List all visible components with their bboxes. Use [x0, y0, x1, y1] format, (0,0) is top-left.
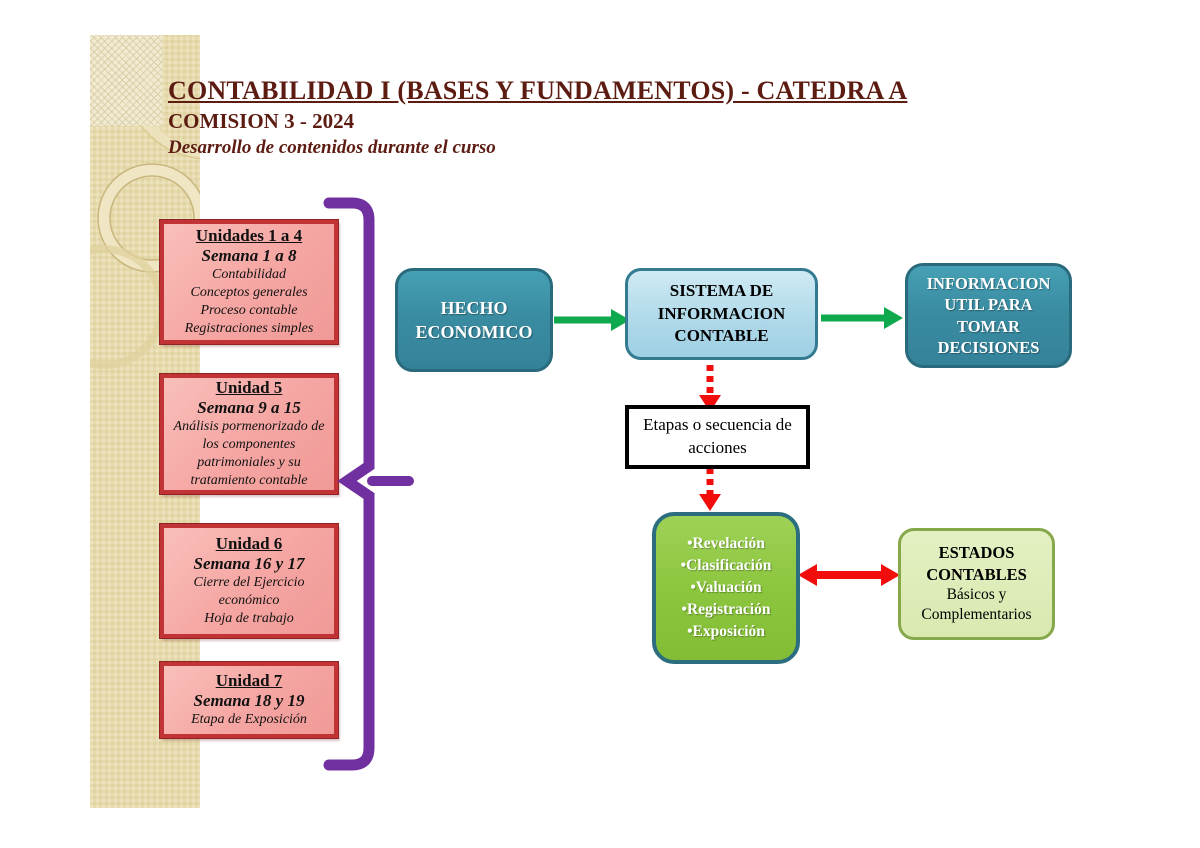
hecho-economico-box: HECHO ECONOMICO [395, 268, 553, 372]
etapas-box: Etapas o secuencia de acciones [625, 405, 810, 469]
box-line: CONTABLE [674, 326, 769, 346]
bullet-glyph: • [687, 535, 693, 552]
box-line: acciones [688, 438, 747, 457]
unit-line: los componentes [202, 437, 296, 453]
bullet-text: Clasificación [686, 557, 772, 574]
box-line: TOMAR [957, 316, 1020, 336]
slide-title: CONTABILIDAD I (BASES Y FUNDAMENTOS) - C… [168, 76, 908, 105]
unit-week: Semana 16 y 17 [193, 554, 305, 574]
hatch-square-decoration [90, 35, 162, 126]
box-line: INFORMACION [657, 303, 786, 323]
unit-line: Hoja de trabajo [204, 610, 294, 626]
green-arrow-right-1 [554, 309, 630, 331]
bullet-item: •Clasificación [681, 555, 772, 577]
green-arrow-right-2 [821, 307, 903, 329]
unit-title: Unidades 1 a 4 [195, 226, 303, 246]
estados-contables-box: ESTADOS CONTABLES Básicos y Complementar… [898, 528, 1055, 640]
unit-box-4: Unidad 7 Semana 18 y 19 Etapa de Exposic… [160, 662, 338, 738]
bullet-text: Registración [686, 601, 771, 618]
unit-title: Unidad 7 [215, 671, 283, 691]
box-line: Básicos y [946, 586, 1007, 604]
slide-tagline: Desarrollo de contenidos durante el curs… [168, 137, 496, 158]
box-line: ECONOMICO [415, 322, 533, 342]
box-line: ESTADOS [938, 543, 1015, 563]
box-line: CONTABLES [926, 564, 1027, 584]
bullet-item: •Revelación [687, 533, 765, 555]
acciones-box: •Revelación •Clasificación •Valuación •R… [652, 512, 800, 664]
bullet-item: •Valuación [690, 577, 761, 599]
box-line: DECISIONES [937, 337, 1040, 357]
box-line: UTIL PARA [944, 295, 1033, 315]
unit-line: patrimoniales y su [197, 455, 301, 470]
unit-line: Cierre del Ejercicio [193, 575, 305, 591]
box-line: Etapas o secuencia de [643, 415, 792, 435]
unit-box-2: Unidad 5 Semana 9 a 15 Análisis pormenor… [160, 374, 338, 494]
sistema-informacion-box: SISTEMA DE INFORMACION CONTABLE [625, 268, 818, 360]
unit-line: Etapa de Exposición [191, 712, 307, 728]
red-dashed-arrow-down-2 [699, 468, 721, 511]
bullet-glyph: • [690, 579, 696, 596]
unit-week: Semana 9 a 15 [197, 398, 301, 418]
red-double-arrow [798, 564, 900, 586]
unit-line: económico [218, 593, 280, 609]
bullet-item: •Exposición [687, 621, 765, 643]
unit-line: Contabilidad [212, 267, 286, 283]
box-line: INFORMACION [926, 273, 1051, 293]
bullet-glyph: • [681, 601, 687, 618]
bullet-text: Valuación [695, 579, 762, 596]
unit-line: Registraciones simples [184, 320, 314, 336]
bullet-glyph: • [680, 557, 687, 574]
bullet-text: Revelación [692, 535, 765, 552]
box-line: Complementarios [921, 606, 1032, 624]
unit-box-1: Unidades 1 a 4 Semana 1 a 8 Contabilidad… [160, 220, 338, 344]
informacion-util-box: INFORMACION UTIL PARA TOMAR DECISIONES [905, 263, 1072, 368]
unit-line: Conceptos generales [190, 285, 308, 301]
bullet-text: Exposición [692, 623, 765, 640]
unit-week: Semana 18 y 19 [193, 691, 305, 711]
slide-subtitle: COMISION 3 - 2024 [168, 109, 355, 133]
bullet-glyph: • [687, 623, 693, 640]
unit-title: Unidad 5 [215, 378, 283, 398]
box-line: SISTEMA DE [669, 280, 774, 300]
title-block: CONTABILIDAD I (BASES Y FUNDAMENTOS) - C… [168, 76, 1088, 159]
unit-line: Proceso contable [200, 303, 298, 318]
unit-week: Semana 1 a 8 [201, 246, 297, 266]
bullet-item: •Registración [682, 599, 771, 621]
unit-line: tratamiento contable [190, 472, 308, 488]
unit-title: Unidad 6 [215, 534, 283, 554]
unit-box-3: Unidad 6 Semana 16 y 17 Cierre del Ejerc… [160, 524, 338, 638]
unit-line: Análisis pormenorizado de [173, 419, 325, 435]
box-line: HECHO [440, 297, 508, 318]
